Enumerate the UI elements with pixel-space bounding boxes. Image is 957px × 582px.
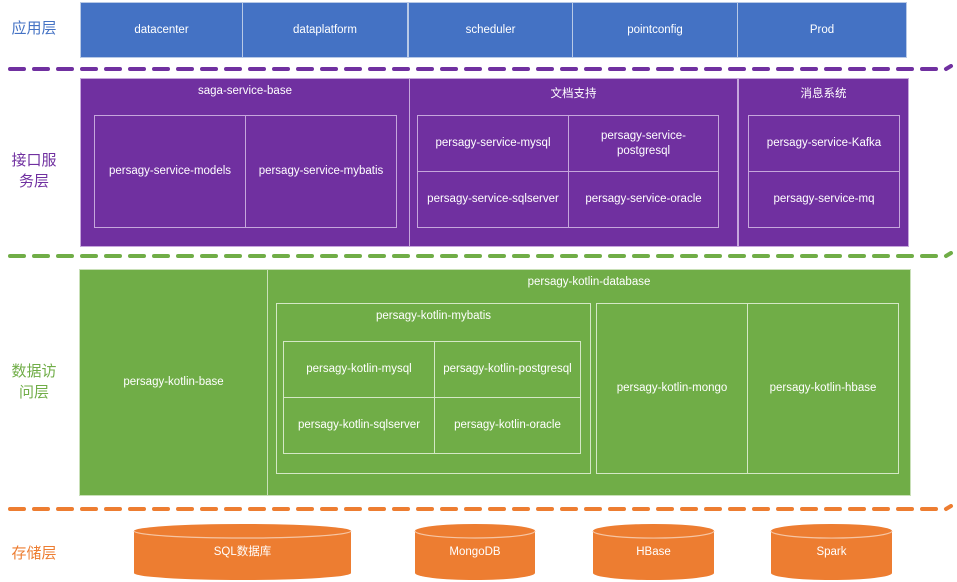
service-group-docs-title: 文档支持	[550, 88, 597, 100]
storage-hbase: HBase	[592, 523, 715, 581]
database-cylinder-icon	[414, 524, 536, 580]
database-cylinder-icon	[770, 523, 893, 581]
divider-app-service	[8, 64, 953, 71]
service-module-mybatis: persagy-service-mybatis	[245, 115, 397, 228]
storage-spark: Spark	[770, 523, 893, 581]
storage-sql-database-label: SQL数据库	[213, 545, 272, 558]
layer-label-service: 接口服 务层	[2, 150, 66, 192]
service-group-docs: 文档支持 persagy-service-mysql persagy-servi…	[409, 78, 738, 247]
divider-service-data	[8, 251, 953, 258]
data-group-kotlin-mybatis-title: persagy-kotlin-mybatis	[375, 310, 492, 322]
service-group-messaging: 消息系统 persagy-service-Kafka persagy-servi…	[738, 78, 909, 247]
storage-sql-database: SQL数据库	[133, 523, 352, 581]
app-module-scheduler: scheduler	[408, 2, 573, 58]
service-group-base: saga-service-base persagy-service-models…	[80, 78, 410, 247]
service-group-base-title: saga-service-base	[198, 85, 292, 97]
layer-label-app: 应用层	[11, 20, 57, 37]
layer-label-data: 数据访 问层	[2, 361, 66, 403]
storage-spark-label: Spark	[816, 545, 847, 558]
data-module-kotlin-postgresql: persagy-kotlin-postgresql	[434, 341, 581, 398]
service-module-postgresql: persagy-service-postgresql	[568, 115, 719, 172]
layer-label-service-line1: 接口服	[11, 152, 57, 169]
service-group-messaging-title: 消息系统	[800, 88, 847, 100]
data-module-kotlin-base: persagy-kotlin-base	[79, 269, 268, 496]
service-module-sqlserver: persagy-service-sqlserver	[417, 171, 569, 228]
layer-label-data-line2: 问层	[18, 384, 49, 401]
app-module-dataplatform: dataplatform	[242, 2, 408, 58]
divider-data-storage	[8, 504, 953, 511]
data-module-kotlin-oracle: persagy-kotlin-oracle	[434, 397, 581, 454]
service-module-mysql: persagy-service-mysql	[417, 115, 569, 172]
service-module-models: persagy-service-models	[94, 115, 246, 228]
database-cylinder-icon	[133, 523, 352, 581]
data-module-kotlin-sqlserver: persagy-kotlin-sqlserver	[283, 397, 435, 454]
layer-label-storage: 存储层	[11, 545, 57, 562]
data-group-kotlin-database-title: persagy-kotlin-database	[527, 276, 651, 288]
service-module-oracle: persagy-service-oracle	[568, 171, 719, 228]
storage-mongodb: MongoDB	[414, 523, 536, 581]
app-module-prod: Prod	[737, 2, 907, 58]
service-module-kafka: persagy-service-Kafka	[748, 115, 900, 172]
layer-label-data-line1: 数据访	[11, 363, 57, 380]
service-module-postgresql-label: persagy-service-postgresql	[601, 129, 686, 157]
data-module-kotlin-hbase: persagy-kotlin-hbase	[747, 303, 899, 474]
service-module-mq: persagy-service-mq	[748, 171, 900, 228]
data-group-kotlin-database: persagy-kotlin-database persagy-kotlin-m…	[267, 269, 911, 496]
storage-hbase-label: HBase	[636, 545, 671, 558]
database-cylinder-icon	[592, 523, 715, 581]
data-module-kotlin-mysql: persagy-kotlin-mysql	[283, 341, 435, 398]
data-group-kotlin-mybatis: persagy-kotlin-mybatis persagy-kotlin-my…	[276, 303, 591, 474]
app-module-pointconfig: pointconfig	[572, 2, 738, 58]
storage-mongodb-label: MongoDB	[449, 545, 501, 558]
layer-label-service-line2: 务层	[18, 173, 49, 190]
app-module-datacenter: datacenter	[80, 2, 243, 58]
data-module-kotlin-mongo: persagy-kotlin-mongo	[596, 303, 748, 474]
